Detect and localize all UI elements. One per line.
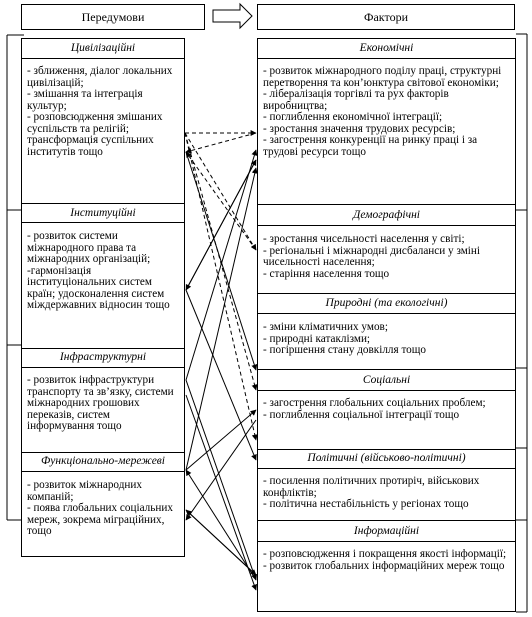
section-items-civilizational: - зближення, діалог локальних цивілізаці… xyxy=(22,65,184,158)
section-title-political: Політичні (військово-політичні) xyxy=(307,452,466,464)
divider xyxy=(258,520,515,521)
solid-arrow xyxy=(185,159,257,291)
section-items-functional-network: - розвиток міжнародних компаній; - поява… xyxy=(22,479,184,538)
solid-arrow xyxy=(185,167,258,471)
divider xyxy=(258,225,515,226)
header-preconditions: Передумови xyxy=(21,4,205,30)
dashed-arrow xyxy=(184,132,258,441)
solid-arrow xyxy=(185,419,257,521)
list-item: - розповсюдження змішаних суспільств та … xyxy=(27,111,163,158)
divider xyxy=(22,471,184,472)
section-title-demographic: Демографічні xyxy=(353,209,420,221)
solid-arrow xyxy=(185,289,257,461)
section-title-economic: Економічні xyxy=(359,42,414,54)
divider xyxy=(22,203,184,204)
divider xyxy=(258,468,515,469)
list-item: - загострення глобальних соціальних проб… xyxy=(263,397,486,409)
dashed-arrow xyxy=(185,132,257,154)
list-item: - поява глобальних соціальних мереж, зок… xyxy=(27,502,173,537)
list-item: - природні катаклізми; xyxy=(263,332,371,345)
solid-arrow xyxy=(185,394,257,591)
list-item: - розвиток глобальних інформаційних мере… xyxy=(263,559,505,572)
section-title-functional-network: Функціонально-мережеві xyxy=(41,455,165,467)
divider xyxy=(258,204,515,205)
divider xyxy=(258,58,515,59)
list-item: - змішання та інтеграція культур; xyxy=(27,88,143,112)
divider xyxy=(22,58,184,59)
divider xyxy=(22,367,184,368)
solid-arrow xyxy=(185,409,257,471)
divider xyxy=(258,541,515,542)
header-factors: Фактори xyxy=(257,4,515,30)
section-title-informational: Інформаційні xyxy=(353,525,420,537)
list-item: - поглиблення соціальної інтеграції тощо xyxy=(263,408,460,421)
section-title-civilizational: Цивілізаційні xyxy=(70,42,136,54)
list-item: - зближення, діалог локальних цивілізаці… xyxy=(27,65,173,89)
section-items-social: - загострення глобальних соціальних проб… xyxy=(258,397,515,421)
solid-arrow xyxy=(185,379,258,581)
list-item: - старіння населення тощо xyxy=(263,267,390,280)
solid-arrow xyxy=(185,149,258,381)
list-item: - погіршення стану довкілля тощо xyxy=(263,344,426,356)
list-item: - лібералізація торгівлі та рух факторів… xyxy=(263,88,449,112)
divider xyxy=(258,313,515,314)
list-item: - зміни кліматичних умов; xyxy=(263,321,388,333)
divider xyxy=(258,449,515,450)
solid-arrow xyxy=(185,509,257,576)
dashed-arrow xyxy=(185,151,257,251)
divider xyxy=(22,452,184,453)
divider xyxy=(258,390,515,391)
list-item: - розвиток системи міжнародного права та… xyxy=(27,230,151,265)
list-item: - розвиток міжнародного поділу праці, ст… xyxy=(263,65,502,89)
list-item: - зростання чисельності населення у світ… xyxy=(263,233,465,245)
list-item: - розповсюдження і покращення якості інф… xyxy=(263,548,507,560)
section-items-economic: - розвиток міжнародного поділу праці, ст… xyxy=(258,65,515,158)
section-items-infrastructure: - розвиток інфраструктури транспорту та … xyxy=(22,374,184,433)
header-arrow xyxy=(212,2,253,30)
dashed-arrow xyxy=(184,132,257,251)
section-items-institutional: - розвиток системи міжнародного права та… xyxy=(22,230,184,312)
solid-arrow xyxy=(185,469,257,581)
divider xyxy=(22,222,184,223)
divider xyxy=(258,369,515,370)
section-title-infrastructure: Інфраструктурні xyxy=(59,351,147,363)
section-title-institutional: Інституційні xyxy=(70,207,136,219)
list-item: - розвиток міжнародних компаній; xyxy=(27,479,142,503)
section-items-demographic: - зростання чисельності населення у світ… xyxy=(258,233,515,280)
section-items-natural: - зміни кліматичних умов; - природні кат… xyxy=(258,321,515,357)
divider xyxy=(22,348,184,349)
list-item: - зростання значення трудових ресурсів; xyxy=(263,122,456,135)
section-items-informational: - розповсюдження і покращення якості інф… xyxy=(258,548,515,572)
list-item: - розвиток інфраструктури транспорту та … xyxy=(27,374,174,432)
factors-box: Економічні - розвиток міжнародного поділ… xyxy=(257,38,516,612)
solid-arrow xyxy=(185,151,258,371)
list-item: - регіональні і міжнародні дисбаланси у … xyxy=(263,244,480,268)
list-item: - політична нестабільність у регіонах то… xyxy=(263,498,469,510)
section-title-natural: Природні (та екологічні) xyxy=(325,297,448,309)
section-items-political: - посилення політичних протиріч, військо… xyxy=(258,475,515,511)
solid-arrow xyxy=(185,509,257,576)
solid-arrow xyxy=(185,159,257,291)
list-item: - поглиблення економічної інтеграції; xyxy=(263,111,443,123)
list-item: - загострення конкуренції на ринку праці… xyxy=(263,134,478,158)
preconditions-box: Цивілізаційні - зближення, діалог локаль… xyxy=(21,38,185,557)
list-item: -гармонізація інституціональних систем к… xyxy=(27,264,170,311)
dashed-arrow xyxy=(184,132,258,391)
divider xyxy=(258,293,515,294)
list-item: - посилення політичних протиріч, військо… xyxy=(263,475,480,499)
section-title-social: Соціальні xyxy=(362,374,411,386)
